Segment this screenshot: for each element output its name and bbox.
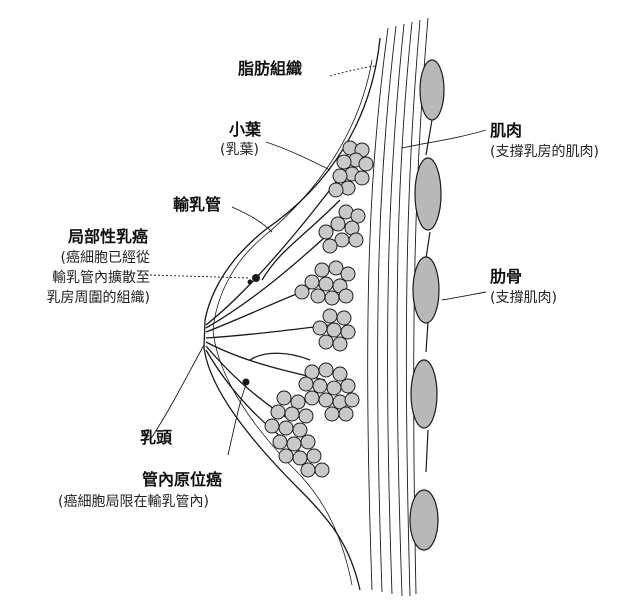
dcis-mark: [243, 379, 250, 386]
lobule-cluster-2: [319, 205, 365, 253]
local-cancer-mark: [252, 274, 260, 282]
local-cancer-sub-3: 乳房周圍的組織): [20, 290, 150, 308]
rib-sub-label: (支撐肌肉): [490, 290, 557, 308]
local-cancer-sub-2: 輸乳管內擴散至: [20, 270, 150, 288]
lobule-cluster-3: [295, 261, 355, 305]
rib-1: [420, 60, 444, 120]
lobule-sub-label: (乳葉): [220, 142, 259, 160]
lobule-cluster-4: [313, 309, 355, 351]
lobule-label: 小葉: [229, 120, 261, 140]
lobules: [265, 141, 373, 477]
lobule-cluster-1: [329, 141, 373, 197]
fat-tissue-label: 脂肪組織: [238, 59, 302, 79]
dcis-sub-label: (癌細胞局限在輸乳管內): [58, 494, 209, 512]
nipple-label: 乳頭: [140, 428, 172, 448]
local-cancer-sub-1: (癌細胞已經從: [20, 250, 150, 268]
rib-2: [415, 158, 441, 230]
cancer-marks: [243, 274, 261, 386]
rib-5: [410, 490, 438, 550]
duct-label: 輸乳管: [173, 195, 221, 215]
rib-4: [411, 360, 437, 428]
local-cancer-label: 局部性乳癌: [38, 227, 148, 247]
rib-3: [413, 257, 439, 323]
muscle-label: 肌肉: [490, 121, 522, 141]
dcis-label: 管內原位癌: [142, 470, 222, 490]
ribs: [410, 60, 444, 550]
muscle-sub-label: (支撐乳房的肌肉): [490, 144, 599, 162]
rib-label: 肋骨: [490, 267, 522, 287]
